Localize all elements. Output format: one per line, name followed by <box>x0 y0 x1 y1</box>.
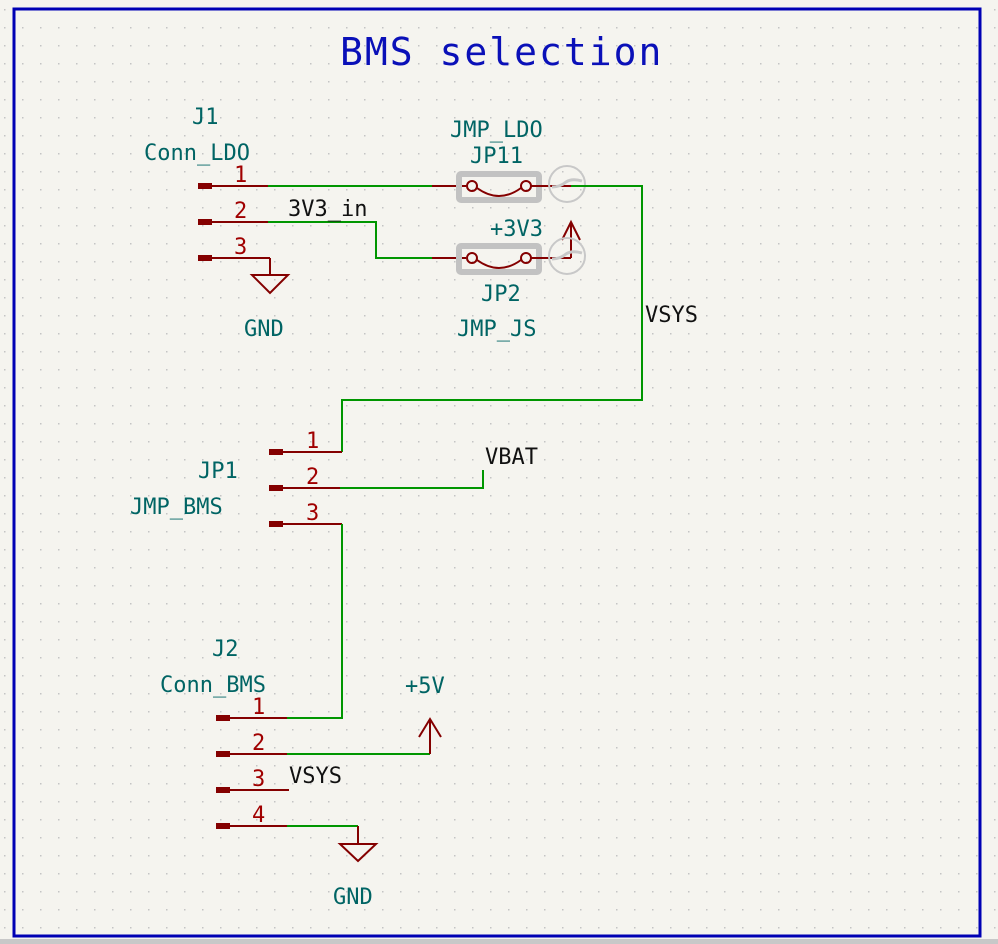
pin-end <box>216 751 230 757</box>
jp1-reference: JP1 <box>198 459 238 484</box>
p5v-label: +5V <box>405 674 445 699</box>
pin-number: 3 <box>234 235 247 260</box>
gnd-2-label: GND <box>333 885 373 910</box>
wire-j1p2-jp2[interactable] <box>268 221 432 259</box>
jp2-reference: JP2 <box>481 282 521 307</box>
jp2-bridge <box>476 259 522 269</box>
j2-value: Conn_BMS <box>160 673 266 698</box>
bottom-scroll-edge <box>0 939 998 944</box>
pin-number: 2 <box>234 199 247 224</box>
power-arrow-icon <box>418 717 442 738</box>
j1-value: Conn_LDO <box>144 141 250 166</box>
jp2-no-connect <box>548 237 586 275</box>
jp1-pin-1[interactable]: 1 <box>269 429 342 455</box>
sheet-title: BMS selection <box>340 30 663 74</box>
wire-jp11-vsys[interactable] <box>341 185 643 452</box>
j2-pin-4[interactable]: 4 <box>216 803 287 829</box>
wire-jp1p2-vbat[interactable] <box>340 470 484 489</box>
pin-end <box>269 521 283 527</box>
pin-number: 4 <box>252 803 265 828</box>
jp11-value: JMP_LDO <box>450 118 543 143</box>
j2-pin-1[interactable]: 1 <box>216 695 287 721</box>
gnd-1-label: GND <box>244 317 284 342</box>
jp11-reference: JP11 <box>470 144 523 169</box>
power-arrow-icon <box>561 219 581 241</box>
jp1-pin-2[interactable]: 2 <box>269 465 340 491</box>
connector-j2[interactable]: J2 Conn_BMS 1 2 3 4 <box>160 637 289 829</box>
pin-number: 1 <box>234 163 247 188</box>
jumper-jp11[interactable]: JMP_LDO JP11 <box>432 118 571 203</box>
power-3v3[interactable]: +3V3 <box>490 217 581 258</box>
no-connect-wave-icon <box>551 250 583 261</box>
pin-number: 2 <box>252 731 265 756</box>
pin-end <box>198 255 212 261</box>
ground-icon <box>249 274 291 295</box>
no-connect-wave-icon <box>551 178 583 189</box>
pin-number: 2 <box>306 465 319 490</box>
jp1-pin-3[interactable]: 3 <box>269 501 342 527</box>
pin-number: 1 <box>306 429 319 454</box>
jp11-no-connect <box>548 165 586 203</box>
pin-end <box>216 787 230 793</box>
j1-pin-2[interactable]: 2 <box>198 199 268 225</box>
pin-end <box>269 485 283 491</box>
jp11-contact-left <box>466 180 478 192</box>
jp2-value: JMP_JS <box>457 317 536 342</box>
pin-end <box>198 183 212 189</box>
pin-end <box>216 715 230 721</box>
j1-pin-3[interactable]: 3 <box>198 235 270 261</box>
ground-icon <box>337 843 379 863</box>
jumper-jp2[interactable]: JP2 JMP_JS <box>432 243 571 342</box>
net-label-vsys-2: VSYS <box>289 764 342 789</box>
no-connect-circle-icon <box>548 237 586 275</box>
pin-number: 3 <box>252 767 265 792</box>
j1-reference: J1 <box>192 105 219 130</box>
pin-end <box>269 449 283 455</box>
p3v3-label: +3V3 <box>490 217 543 242</box>
j2-pin-3[interactable]: 3 <box>216 767 289 793</box>
power-5v[interactable]: +5V <box>405 674 445 754</box>
pin-number: 1 <box>252 695 265 720</box>
power-gnd-1[interactable]: GND <box>244 258 291 342</box>
jumper-jp1[interactable]: JP1 JMP_BMS 1 2 3 <box>130 429 342 527</box>
pin-end <box>216 823 230 829</box>
no-connect-circle-icon <box>548 165 586 203</box>
j2-pin-2[interactable]: 2 <box>216 731 287 757</box>
net-label-3v3-in: 3V3_in <box>288 197 367 222</box>
pin-end <box>198 219 212 225</box>
wire-jp1p3-j2p1[interactable] <box>287 524 343 719</box>
power-gnd-2[interactable]: GND <box>333 826 379 910</box>
j1-pin-1[interactable]: 1 <box>198 163 268 189</box>
j2-reference: J2 <box>212 637 239 662</box>
pin-number: 3 <box>306 501 319 526</box>
sheet-border <box>12 7 982 938</box>
jp1-value: JMP_BMS <box>130 495 223 520</box>
jp11-bridge <box>476 187 522 197</box>
connector-j1[interactable]: J1 Conn_LDO 1 2 3 <box>144 105 270 261</box>
net-label-vsys: VSYS <box>645 303 698 328</box>
net-label-vbat: VBAT <box>485 445 538 470</box>
jp2-contact-left <box>466 252 478 264</box>
